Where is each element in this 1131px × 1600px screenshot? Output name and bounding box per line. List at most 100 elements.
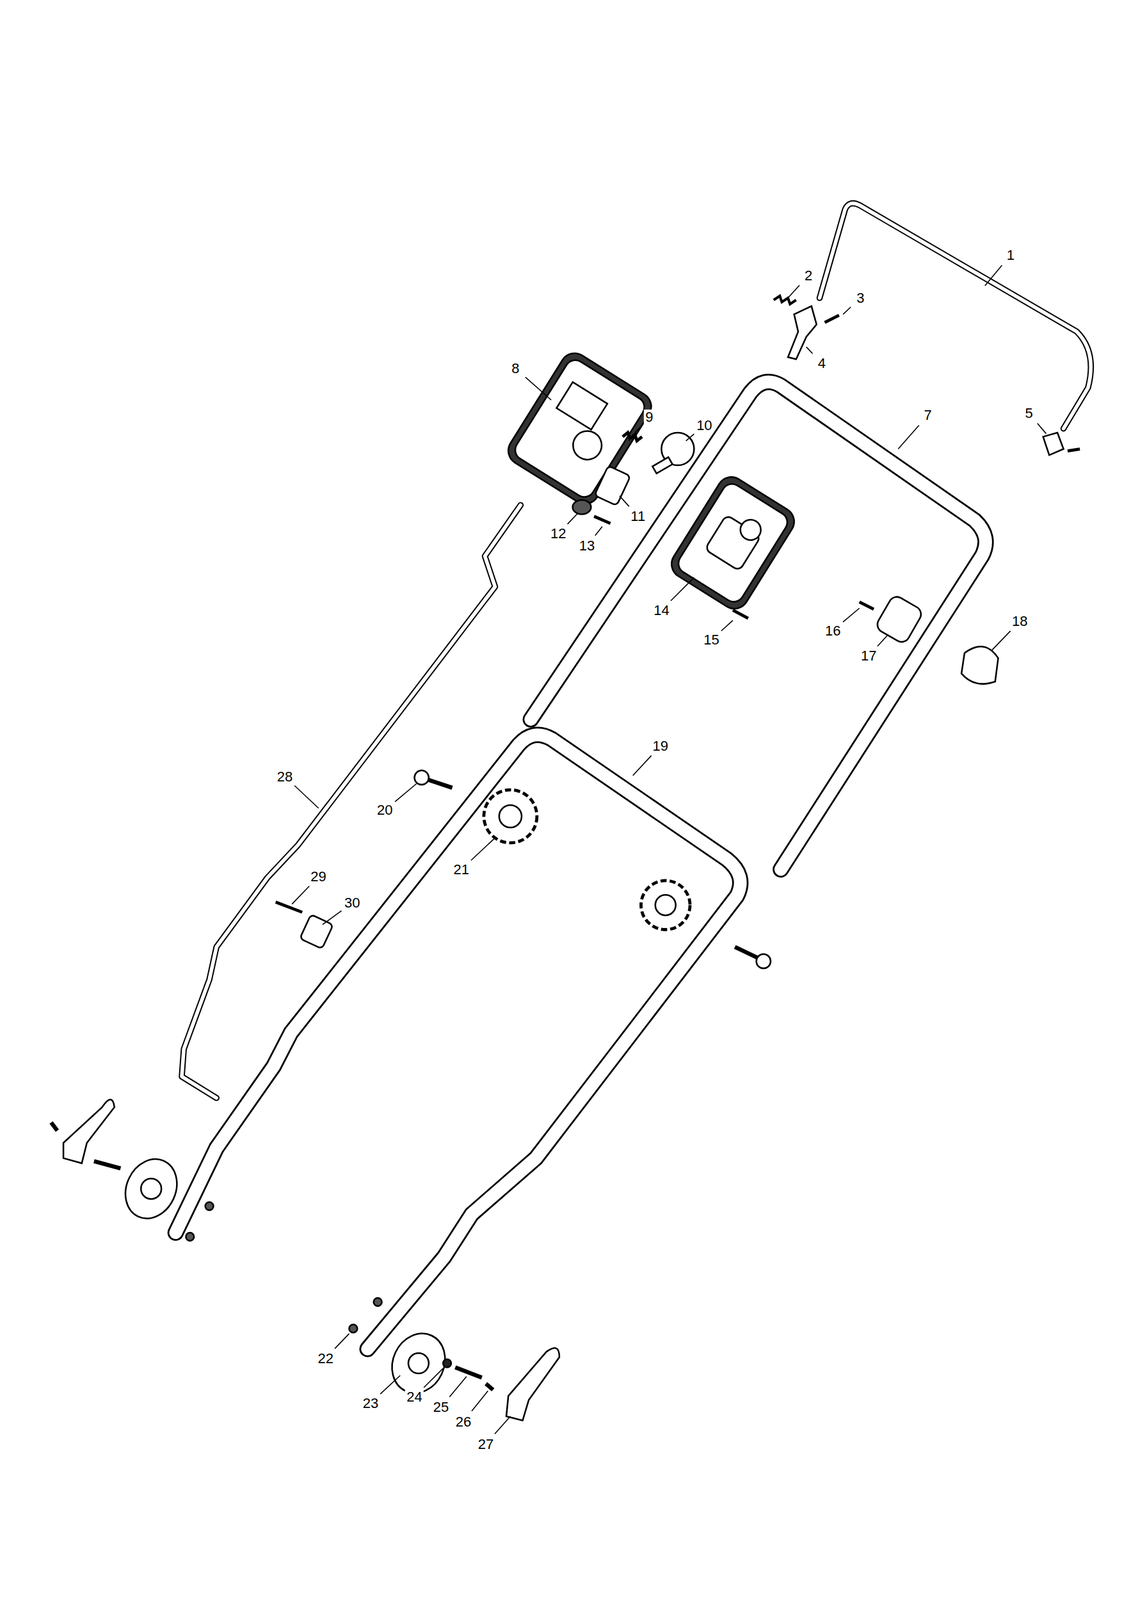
latch — [594, 465, 631, 506]
lower-handle-fill — [175, 734, 740, 1350]
washer — [442, 1359, 452, 1368]
star-knob-hub — [655, 894, 676, 916]
callout-number: 2 — [803, 267, 814, 283]
screw — [859, 602, 874, 610]
disc-hub — [408, 1353, 429, 1374]
star-knob — [640, 880, 690, 931]
callout-number: 4 — [816, 355, 827, 372]
height-disc — [115, 1150, 187, 1228]
leader-line — [842, 608, 860, 623]
callout-number: 7 — [922, 407, 934, 424]
leader-line — [686, 433, 695, 442]
leader-line — [334, 1333, 349, 1349]
leader-line — [992, 631, 1011, 651]
callout-number: 17 — [859, 648, 878, 664]
pin — [51, 1122, 58, 1131]
nut — [572, 499, 592, 514]
nut — [185, 1232, 194, 1242]
screw — [1067, 449, 1080, 452]
nut — [348, 1324, 358, 1334]
lower-handle — [175, 734, 740, 1350]
leader-line — [525, 377, 552, 401]
callout-number: 27 — [476, 1436, 495, 1452]
cable-guide — [874, 593, 924, 646]
callout-number: 3 — [855, 290, 866, 306]
leader-line — [634, 426, 641, 433]
leader-line — [1037, 423, 1047, 434]
leader-line — [394, 783, 417, 802]
screw — [732, 609, 749, 619]
callout-number: 29 — [309, 869, 328, 885]
callout-number: 24 — [405, 1389, 424, 1405]
nut — [373, 1298, 383, 1307]
leader-line — [471, 1390, 488, 1412]
leader-line — [806, 346, 813, 354]
leader-line — [877, 634, 888, 647]
callout-number: 12 — [549, 526, 568, 542]
end-cap — [961, 646, 998, 684]
leader-line — [898, 425, 920, 449]
quick-release-lever — [506, 1347, 560, 1421]
cable — [819, 203, 1092, 429]
cable-clip — [1043, 432, 1064, 456]
leader-line — [471, 839, 495, 861]
callout-number: 26 — [454, 1413, 473, 1430]
leader-line — [294, 786, 319, 809]
leader-line — [322, 910, 342, 925]
control-housing — [503, 348, 657, 510]
control-cover — [666, 471, 800, 614]
callout-number: 22 — [316, 1351, 335, 1367]
screw — [824, 315, 839, 323]
release-lever — [787, 305, 817, 360]
leader-line — [721, 620, 733, 631]
button-stem — [652, 457, 673, 474]
leader-line — [423, 1368, 443, 1388]
screw — [593, 516, 611, 524]
callout-number: 23 — [361, 1395, 380, 1412]
pin — [485, 1383, 493, 1391]
callout-number: 10 — [695, 417, 714, 434]
leader-line — [619, 496, 630, 507]
rod-clip — [299, 914, 333, 950]
leader-line — [494, 1416, 511, 1435]
bolt — [94, 1161, 121, 1169]
leader-line — [670, 577, 694, 601]
leader-line — [787, 285, 800, 299]
callout-number: 18 — [1010, 613, 1029, 630]
spring — [622, 432, 642, 442]
spring — [773, 295, 797, 305]
callout-number: 15 — [702, 632, 721, 648]
callout-number: 5 — [1023, 405, 1034, 422]
bolt — [455, 1367, 482, 1378]
leader-line — [595, 526, 603, 536]
star-knob — [483, 789, 538, 843]
leader-line — [449, 1376, 467, 1398]
callout-number: 30 — [343, 895, 361, 911]
leader-line — [567, 513, 578, 525]
star-knob-hub — [499, 805, 522, 828]
bolt-head — [414, 770, 429, 785]
callout-number: 14 — [652, 602, 671, 619]
leader-line — [985, 265, 1003, 287]
bolt-head — [756, 954, 771, 969]
callout-number: 13 — [577, 538, 596, 554]
callout-number: 20 — [375, 802, 394, 819]
leader-line — [291, 886, 310, 905]
leader-line — [380, 1375, 401, 1395]
nut — [205, 1202, 214, 1211]
quick-release-lever — [63, 1099, 115, 1164]
callout-number: 16 — [823, 622, 842, 639]
callout-number: 25 — [432, 1399, 450, 1416]
callout-number: 28 — [275, 769, 294, 785]
leader-line — [633, 755, 652, 776]
callout-number: 8 — [510, 360, 521, 377]
callout-number: 9 — [643, 409, 655, 426]
leader-line — [842, 307, 851, 315]
callout-number: 19 — [651, 738, 670, 754]
callout-number: 11 — [629, 508, 647, 525]
callout-number: 1 — [1005, 247, 1016, 264]
cable-fill — [819, 203, 1092, 429]
callout-number: 21 — [452, 862, 471, 878]
